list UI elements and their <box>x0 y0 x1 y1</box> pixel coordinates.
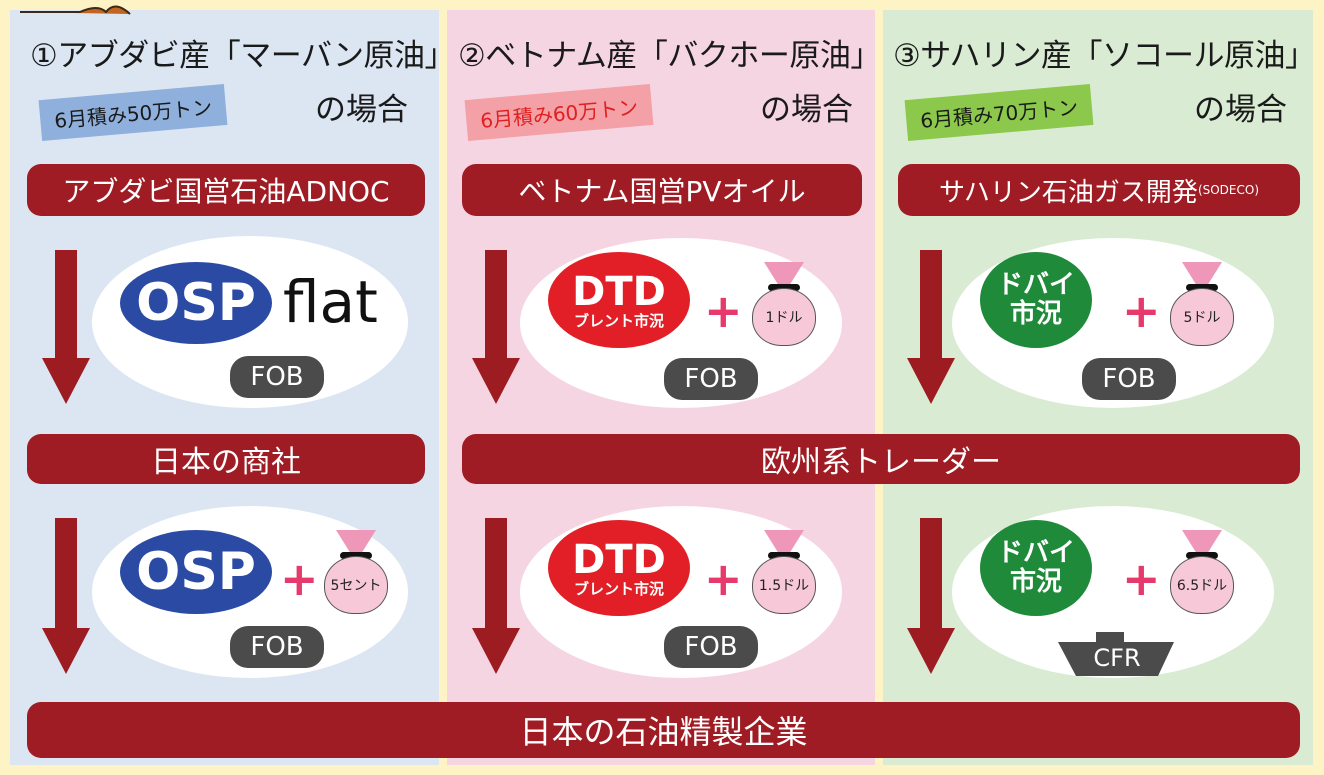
final-buyer-pill: 日本の石油精製企業 <box>27 702 1300 758</box>
market-label: 市況 <box>1009 299 1062 329</box>
term-badge: FOB <box>230 356 324 398</box>
dtd-label: DTD <box>572 268 666 315</box>
case-label: の場合 <box>1194 92 1287 128</box>
premium-label: 5ドル <box>1170 288 1234 346</box>
dtd-label: DTD <box>572 536 666 583</box>
supplier-pill: サハリン石油ガス開発(SODECO) <box>898 164 1300 216</box>
plus-icon: + <box>1122 284 1161 338</box>
supplier-pill: アブダビ国営石油ADNOC <box>27 164 425 216</box>
case-label: の場合 <box>760 92 853 128</box>
money-bag-icon: 5セント <box>320 530 390 614</box>
intermediary-pill: 欧州系トレーダー <box>462 434 1300 484</box>
term-label: CFR <box>1093 644 1141 672</box>
money-bag-icon: 5ドル <box>1166 262 1236 346</box>
column-title: ③サハリン産「ソコール原油」 <box>893 38 1316 74</box>
intermediary-label: 日本の商社 <box>151 445 301 480</box>
term-badge: FOB <box>664 358 758 400</box>
premium-label: 1ドル <box>752 288 816 346</box>
market-label: 市況 <box>1009 567 1062 597</box>
supplier-label: ベトナム国営PVオイル <box>518 175 806 208</box>
column-title: ①アブダビ産「マーバン原油」 <box>30 38 456 74</box>
dubai-label: ドバイ <box>996 270 1075 301</box>
money-bag-icon: 6.5ドル <box>1166 530 1236 614</box>
supplier-sub: (SODECO) <box>1197 183 1260 197</box>
column-title: ②ベトナム産「バクホー原油」 <box>458 38 881 74</box>
supplier-label: サハリン石油ガス開発 <box>938 177 1198 208</box>
osp-badge: OSP <box>120 530 272 614</box>
dubai-label: ドバイ <box>996 538 1075 569</box>
term-badge: FOB <box>664 626 758 668</box>
term-badge: FOB <box>1082 358 1176 400</box>
premium-label: 1.5ドル <box>752 556 816 614</box>
dtd-badge: DTD ブレント市況 <box>548 252 690 348</box>
dtd-badge: DTD ブレント市況 <box>548 520 690 616</box>
money-bag-icon: 1ドル <box>748 262 818 346</box>
plus-icon: + <box>704 552 743 606</box>
flat-label: flat <box>283 268 378 336</box>
supplier-label: アブダビ国営石油ADNOC <box>62 175 390 208</box>
brent-label: ブレント市況 <box>573 579 664 598</box>
dubai-badge: ドバイ 市況 <box>980 252 1092 348</box>
brent-label: ブレント市況 <box>573 311 664 330</box>
term-badge: FOB <box>230 626 324 668</box>
premium-label: 5セント <box>324 556 388 614</box>
intermediary-label: 欧州系トレーダー <box>761 445 1001 480</box>
supplier-pill: ベトナム国営PVオイル <box>462 164 862 216</box>
osp-badge: OSP <box>120 262 272 344</box>
mascot-icon <box>20 0 140 18</box>
plus-icon: + <box>280 552 319 606</box>
case-label: の場合 <box>315 92 408 128</box>
premium-label: 6.5ドル <box>1170 556 1234 614</box>
plus-icon: + <box>1122 552 1161 606</box>
money-bag-icon: 1.5ドル <box>748 530 818 614</box>
intermediary-pill: 日本の商社 <box>27 434 425 484</box>
final-buyer-label: 日本の石油精製企業 <box>519 713 808 751</box>
ship-icon: CFR <box>1054 626 1180 678</box>
plus-icon: + <box>704 284 743 338</box>
dubai-badge: ドバイ 市況 <box>980 520 1092 616</box>
